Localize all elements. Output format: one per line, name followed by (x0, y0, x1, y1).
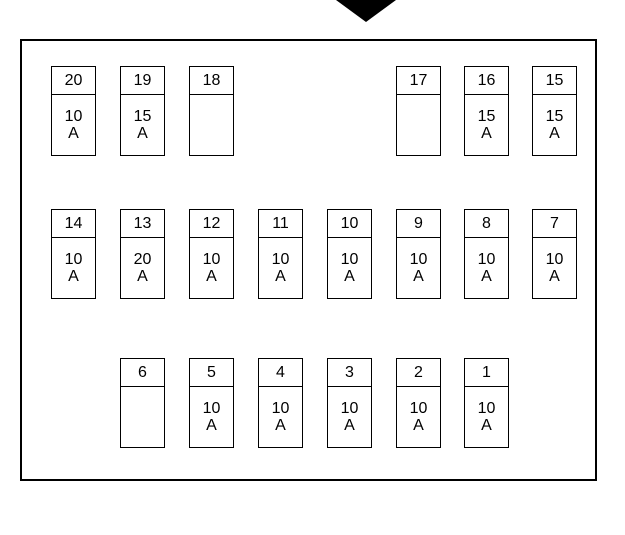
fuse-rating-value: 10 (271, 400, 290, 417)
fuse-number: 13 (121, 210, 164, 238)
fuse-rating-unit: A (344, 417, 355, 434)
fuse-rating-unit: A (549, 125, 560, 142)
fuse-rating-unit: A (481, 125, 492, 142)
fuse-rating-unit: A (413, 268, 424, 285)
fuse-rating-value: 10 (477, 251, 496, 268)
fuse-rating-unit: A (206, 268, 217, 285)
fuse-number: 11 (259, 210, 302, 238)
fuse-number: 19 (121, 67, 164, 95)
fuse-number: 14 (52, 210, 95, 238)
fuse-rating-value: 10 (340, 251, 359, 268)
fuse-number: 2 (397, 359, 440, 387)
fuse-rating-value: 10 (64, 108, 83, 125)
fuse-rating-value: 10 (477, 400, 496, 417)
fuse-number: 8 (465, 210, 508, 238)
fuse-rating-value: 15 (545, 108, 564, 125)
fuse-number: 12 (190, 210, 233, 238)
fuse-number: 1 (465, 359, 508, 387)
fuse-rating-unit: A (68, 268, 79, 285)
fuse-rating-unit: A (275, 417, 286, 434)
fuse-number: 17 (397, 67, 440, 95)
fuse-rating-value: 10 (271, 251, 290, 268)
fuse-rating-value: 10 (545, 251, 564, 268)
pointer-arrow-icon (336, 0, 396, 22)
fuse-rating-value: 10 (409, 251, 428, 268)
fuse-number: 7 (533, 210, 576, 238)
fuse-rating (397, 95, 440, 155)
fuse-number: 16 (465, 67, 508, 95)
fuse-number: 20 (52, 67, 95, 95)
fuse-number: 5 (190, 359, 233, 387)
fuse-number: 3 (328, 359, 371, 387)
fuse-number: 4 (259, 359, 302, 387)
fuse-rating (190, 95, 233, 155)
fuse-rating-unit: A (206, 417, 217, 434)
fuse-rating-unit: A (68, 125, 79, 142)
fuse-rating-value: 10 (409, 400, 428, 417)
fuse-rating-value: 20 (133, 251, 152, 268)
fuse-rating-value: 15 (133, 108, 152, 125)
fuse-rating (121, 387, 164, 447)
fuse-18: 18 (189, 66, 234, 156)
fuse-number: 6 (121, 359, 164, 387)
fuse-number: 18 (190, 67, 233, 95)
fuse-rating-unit: A (549, 268, 560, 285)
fuse-number: 15 (533, 67, 576, 95)
fuse-rating-unit: A (481, 268, 492, 285)
fuse-number: 9 (397, 210, 440, 238)
fuse-rating-value: 10 (202, 400, 221, 417)
fuse-rating-unit: A (137, 268, 148, 285)
fuse-rating-value: 10 (202, 251, 221, 268)
fuse-rating-value: 10 (64, 251, 83, 268)
fuse-17: 17 (396, 66, 441, 156)
fuse-rating-unit: A (481, 417, 492, 434)
fuse-number: 10 (328, 210, 371, 238)
fuse-rating-value: 10 (340, 400, 359, 417)
fuse-rating-value: 15 (477, 108, 496, 125)
fuse-rating-unit: A (275, 268, 286, 285)
fuse-6: 6 (120, 358, 165, 448)
fuse-rating-unit: A (137, 125, 148, 142)
fuse-rating-unit: A (344, 268, 355, 285)
fuse-rating-unit: A (413, 417, 424, 434)
